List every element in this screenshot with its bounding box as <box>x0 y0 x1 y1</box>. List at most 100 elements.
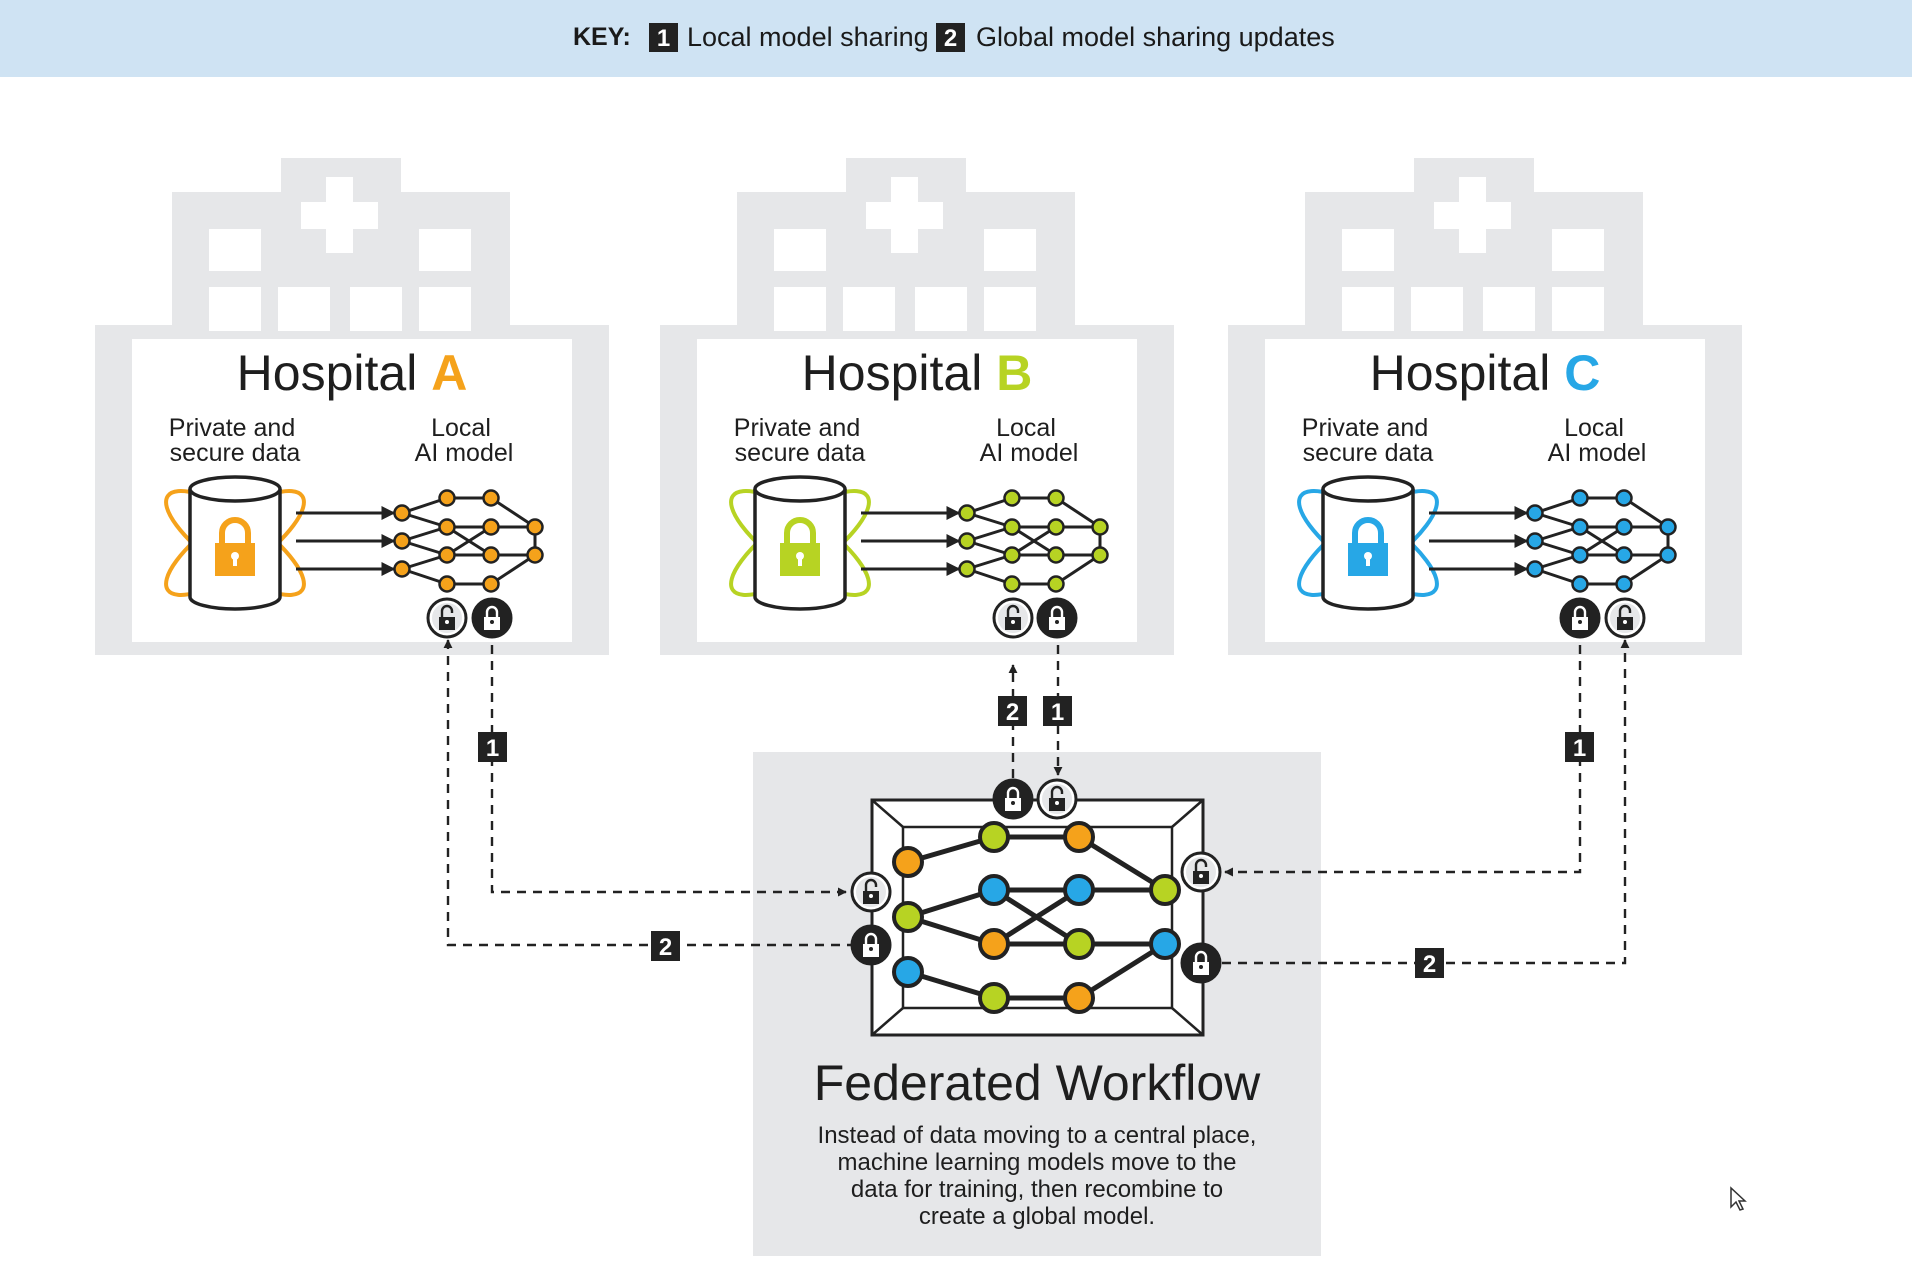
network-node <box>1571 489 1589 507</box>
svg-text:2: 2 <box>659 934 672 961</box>
unlock-icon <box>1036 778 1078 820</box>
network-node <box>958 532 976 550</box>
hospital-title-word: Hospital <box>1370 345 1551 401</box>
global-neural-network-icon <box>892 821 1181 1014</box>
database-icon <box>164 475 306 611</box>
neural-network-icon <box>1526 489 1677 593</box>
network-node <box>482 575 500 593</box>
data-label-line-1: Private and <box>169 414 295 442</box>
key-badge-1-num: 1 <box>657 25 670 52</box>
badge-b-global: 2 <box>998 696 1027 726</box>
network-node <box>958 504 976 522</box>
network-node <box>482 518 500 536</box>
federated-workflow-panel: Federated Workflow Instead of data movin… <box>753 752 1321 1256</box>
lock-icon <box>992 778 1034 820</box>
database-icon <box>1297 475 1439 611</box>
lock-icon <box>1348 517 1388 576</box>
network-node <box>1526 560 1544 578</box>
global-network-node <box>1149 928 1181 960</box>
network-node <box>1047 575 1065 593</box>
network-node <box>526 546 544 564</box>
network-node <box>393 504 411 522</box>
model-label-line-1: Local <box>996 414 1056 442</box>
svg-text:2: 2 <box>1006 699 1019 726</box>
federated-desc-line-4: create a global model. <box>919 1203 1155 1230</box>
global-network-node <box>892 956 924 988</box>
global-network-node <box>892 901 924 933</box>
global-network-node <box>1063 928 1095 960</box>
network-node <box>1003 546 1021 564</box>
global-network-node <box>1149 874 1181 906</box>
hospital-letter: C <box>1564 345 1600 401</box>
network-node <box>393 560 411 578</box>
network-node <box>958 560 976 578</box>
unlock-icon <box>1180 851 1222 893</box>
network-node <box>1615 489 1633 507</box>
network-node <box>482 489 500 507</box>
svg-text:1: 1 <box>486 735 499 762</box>
network-node <box>526 518 544 536</box>
network-node <box>1003 575 1021 593</box>
data-label-line-1: Private and <box>734 414 860 442</box>
badge-c-local: 1 <box>1565 732 1594 762</box>
key-badge-2-num: 2 <box>944 25 957 52</box>
connector-c-global-update <box>1222 639 1630 965</box>
model-label-line-1: Local <box>431 414 491 442</box>
network-node <box>1091 546 1109 564</box>
global-network-node <box>1063 874 1095 906</box>
global-network-node <box>1063 821 1095 853</box>
model-label-line-2: AI model <box>980 439 1079 467</box>
network-node <box>1047 489 1065 507</box>
network-node <box>482 546 500 564</box>
global-network-node <box>978 928 1010 960</box>
connector-c-local-share <box>1224 645 1582 877</box>
data-label-line-2: secure data <box>170 439 301 467</box>
network-node <box>1047 518 1065 536</box>
network-node <box>1047 546 1065 564</box>
lock-icon <box>215 517 255 576</box>
badge-b-local: 1 <box>1043 696 1072 726</box>
badge-a-global: 2 <box>651 931 680 961</box>
network-node <box>1526 532 1544 550</box>
hospital-title: Hospital A <box>237 345 468 401</box>
lock-icons <box>426 597 1646 984</box>
key-item-1-text: Local model sharing <box>687 22 929 52</box>
federated-desc-line-1: Instead of data moving to a central plac… <box>818 1122 1257 1149</box>
hospital-title: Hospital B <box>802 345 1033 401</box>
legend-key: KEY: 1 Local model sharing 2 Global mode… <box>573 22 1335 52</box>
network-node <box>438 546 456 564</box>
network-node <box>1615 575 1633 593</box>
key-label: KEY: <box>573 23 631 51</box>
global-network-node <box>978 874 1010 906</box>
hospital-letter: A <box>431 345 467 401</box>
data-label-line-2: secure data <box>735 439 866 467</box>
network-node <box>1615 518 1633 536</box>
federated-title: Federated Workflow <box>814 1055 1261 1111</box>
neural-network-icon <box>958 489 1109 593</box>
svg-text:2: 2 <box>1423 951 1436 978</box>
lock-icon <box>471 597 513 639</box>
badge-a-local: 1 <box>478 732 507 762</box>
global-network-node <box>978 982 1010 1014</box>
network-node <box>1091 518 1109 536</box>
federated-desc-line-3: data for training, then recombine to <box>851 1176 1223 1203</box>
network-node <box>393 532 411 550</box>
key-item-1: 1 Local model sharing <box>649 22 929 52</box>
model-label-line-2: AI model <box>1548 439 1647 467</box>
hospital-letter: B <box>996 345 1032 401</box>
unlock-icon <box>992 597 1034 639</box>
global-network-node <box>892 846 924 878</box>
network-node <box>438 575 456 593</box>
connector-a-global-update <box>443 639 856 947</box>
unlock-icon <box>1604 597 1646 639</box>
lock-icon <box>1180 942 1222 984</box>
network-node <box>1571 518 1589 536</box>
unlock-icon <box>426 597 468 639</box>
network-node <box>1003 518 1021 536</box>
data-label-line-2: secure data <box>1303 439 1434 467</box>
network-node <box>1571 546 1589 564</box>
